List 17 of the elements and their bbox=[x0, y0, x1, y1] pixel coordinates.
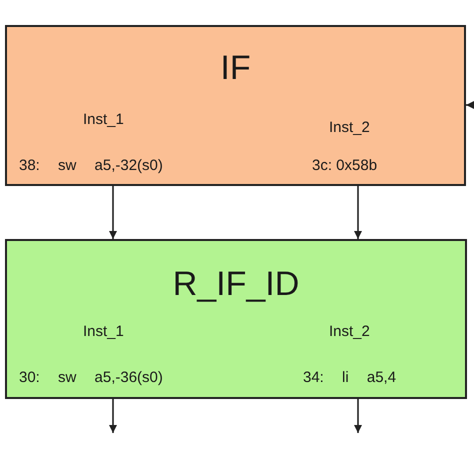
instruction-label: Inst_2 bbox=[329, 119, 370, 138]
instruction-code: 30: sw a5,-36(s0) bbox=[19, 369, 163, 388]
instruction-label: Inst_1 bbox=[83, 323, 124, 342]
arrow bbox=[354, 399, 362, 433]
arrow bbox=[109, 399, 117, 433]
instruction-code: 38: sw a5,-32(s0) bbox=[19, 157, 163, 176]
instruction-code: 3c: 0x58b bbox=[312, 157, 378, 176]
instruction-code: 34: li a5,4 bbox=[303, 369, 396, 388]
stage-box bbox=[5, 25, 466, 186]
stage-box bbox=[5, 239, 467, 399]
arrow bbox=[354, 186, 362, 239]
arrow bbox=[109, 186, 117, 239]
stage-title: R_IF_ID bbox=[172, 264, 300, 305]
stage-title: IF bbox=[219, 48, 252, 89]
instruction-label: Inst_2 bbox=[329, 323, 370, 342]
instruction-label: Inst_1 bbox=[83, 111, 124, 130]
arrow bbox=[466, 101, 474, 109]
